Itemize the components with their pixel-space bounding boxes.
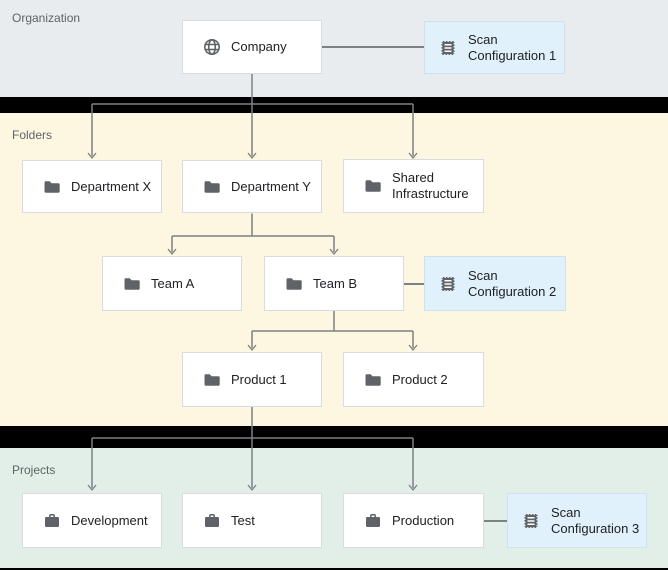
separator-bar-top [0, 97, 668, 113]
node-development: Development [22, 493, 162, 548]
folder-icon [122, 274, 142, 294]
node-label: Department Y [231, 178, 311, 194]
folder-icon [202, 370, 222, 390]
scan-config-icon [438, 274, 458, 294]
node-label: Company [231, 39, 287, 54]
node-scan-configuration-1: Scan Configuration 1 [424, 21, 565, 74]
node-shared-infrastructure: Shared Infrastructure [343, 159, 484, 213]
node-department-x: Department X [22, 160, 162, 213]
briefcase-icon [363, 511, 383, 531]
node-label: Product 1 [231, 371, 287, 387]
node-scan-configuration-3: Scan Configuration 3 [507, 493, 647, 548]
node-label: Test [231, 512, 255, 528]
node-team-b: Team B [264, 256, 404, 311]
node-team-a: Team A [102, 256, 242, 311]
node-label: Scan Configuration 1 [468, 31, 557, 63]
node-label: Team B [313, 275, 358, 291]
node-label: Department X [71, 178, 152, 194]
node-label: Production [392, 512, 455, 528]
folder-icon [363, 176, 383, 196]
node-department-y: Department Y [182, 160, 322, 213]
scan-config-icon [438, 38, 458, 58]
folder-icon [284, 274, 304, 294]
node-label: Scan Configuration 2 [468, 267, 557, 299]
briefcase-icon [202, 511, 222, 531]
node-product-1: Product 1 [182, 352, 322, 407]
separator-bar-middle [0, 426, 668, 448]
node-label: Development [71, 512, 148, 528]
band-label-projects: Projects [12, 463, 56, 477]
separator-bar-bottom [0, 568, 668, 570]
globe-icon [202, 37, 222, 57]
node-company: Company [182, 20, 322, 74]
node-label: Team A [151, 275, 195, 291]
folder-icon [42, 177, 62, 197]
node-test: Test [182, 493, 322, 548]
node-scan-configuration-2: Scan Configuration 2 [424, 256, 566, 311]
band-label-organization: Organization [12, 11, 81, 25]
node-label: Shared Infrastructure [392, 170, 469, 201]
briefcase-icon [42, 511, 62, 531]
node-label: Product 2 [392, 371, 448, 387]
folder-icon [202, 177, 222, 197]
scan-config-icon [521, 511, 541, 531]
node-label: Scan Configuration 3 [551, 504, 640, 536]
organization-band [0, 0, 668, 97]
folder-icon [363, 370, 383, 390]
node-production: Production [343, 493, 484, 548]
band-label-folders: Folders [12, 128, 53, 142]
node-product-2: Product 2 [343, 352, 484, 407]
